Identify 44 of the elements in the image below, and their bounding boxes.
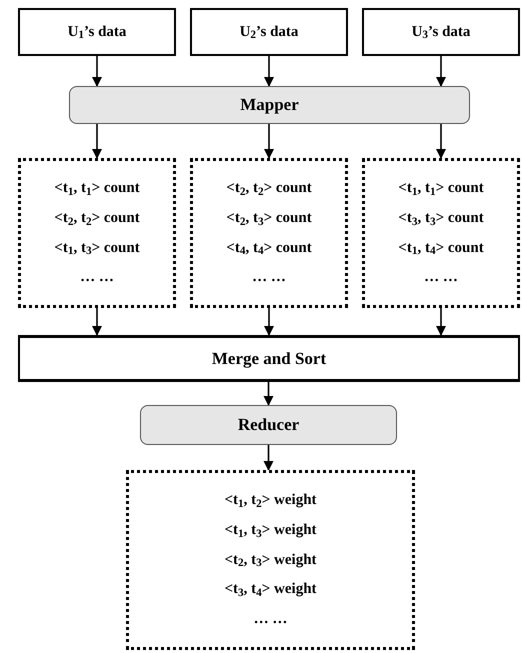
process-box: [18, 8, 176, 56]
arrow: [92, 124, 102, 159]
node-label: U$_{1}$’s data: [68, 22, 126, 42]
arrow: [436, 124, 446, 159]
output-box: [362, 158, 520, 308]
node-label: Merge and Sort: [212, 348, 326, 370]
tuple-text: <t$_{1}$, t$_{1}$> count: [398, 179, 484, 198]
arrow: [92, 308, 102, 336]
arrow: [264, 308, 274, 336]
tuple-text: <t$_{1}$, t$_{3}$> weight: [224, 520, 317, 540]
arrow: [436, 56, 446, 87]
arrow: [264, 56, 274, 87]
tuple-text: <t$_{4}$, t$_{4}$> count: [226, 238, 312, 258]
arrow: [436, 308, 446, 336]
node-label: Reducer: [238, 414, 300, 436]
process-box: [190, 8, 348, 56]
tuple-text: … …: [80, 268, 114, 287]
arrow: [264, 445, 274, 471]
tuple-text: <t$_{2}$, t$_{3}$> weight: [224, 550, 317, 570]
process-box: [69, 86, 470, 124]
output-box: [18, 158, 176, 308]
tuple-text: <t$_{1}$, t$_{4}$> count: [398, 238, 484, 258]
tuple-text: <t$_{3}$, t$_{4}$> weight: [224, 580, 317, 600]
process-box: [362, 8, 520, 56]
arrow: [264, 124, 274, 159]
tuple-text: <t$_{1}$, t$_{3}$> count: [54, 238, 140, 258]
tuple-text: <t$_{1}$, t$_{2}$> weight: [224, 491, 317, 510]
tuple-text: <t$_{2}$, t$_{3}$> count: [226, 208, 312, 228]
output-box: [126, 470, 415, 650]
node-label: U$_{2}$’s data: [240, 22, 298, 42]
tuple-text: <t$_{3}$, t$_{3}$> count: [398, 208, 484, 228]
tuple-text: … …: [254, 610, 288, 629]
output-box: [190, 158, 348, 308]
node-label: U$_{3}$’s data: [412, 22, 470, 42]
process-bar: [18, 335, 520, 382]
process-box: [140, 405, 397, 445]
tuple-text: <t$_{2}$, t$_{2}$> count: [54, 208, 140, 228]
tuple-text: <t$_{2}$, t$_{2}$> count: [226, 179, 312, 198]
tuple-text: <t$_{1}$, t$_{1}$> count: [54, 179, 140, 198]
arrow: [264, 382, 274, 406]
tuple-text: … …: [424, 268, 458, 287]
tuple-text: … …: [252, 268, 286, 287]
arrow: [92, 56, 102, 87]
node-label: Mapper: [240, 94, 299, 116]
